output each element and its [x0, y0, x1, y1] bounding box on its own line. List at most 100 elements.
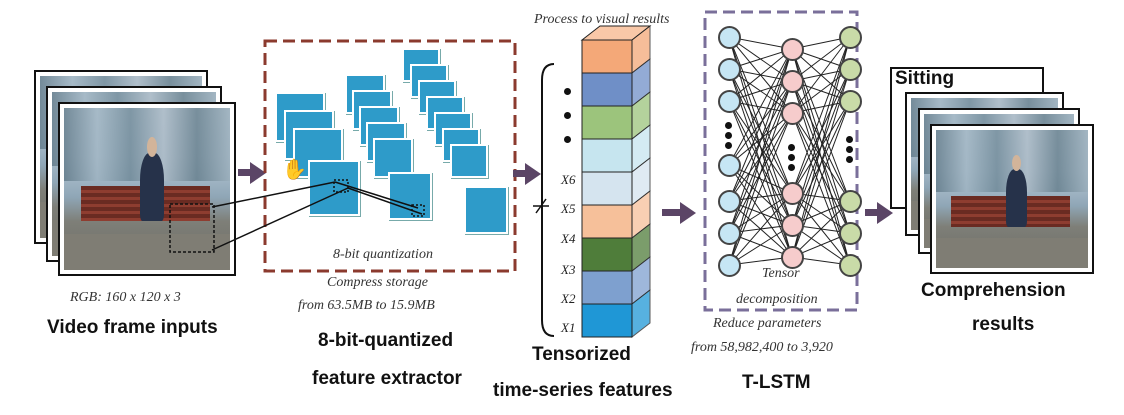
lstm-connection — [728, 192, 793, 234]
cursor-hand-icon: ✋ — [282, 159, 307, 181]
params-note-line2: from 58,982,400 to 3,920 — [691, 340, 833, 355]
lstm-connection — [791, 112, 851, 234]
feature-map — [464, 186, 508, 234]
tensor-title-line2: time-series features — [493, 380, 673, 401]
lstm-connection — [728, 48, 793, 202]
lstm-title: T-LSTM — [742, 372, 811, 393]
lstm-node — [781, 182, 804, 205]
lstm-connection — [791, 112, 851, 202]
flow-arrow-3 — [680, 202, 696, 224]
lstm-connection — [728, 192, 793, 266]
lstm-node — [839, 58, 862, 81]
flow-arrow-shaft-4 — [865, 209, 879, 216]
flow-arrow-4 — [877, 202, 893, 224]
tensor-block — [580, 24, 652, 339]
tensor-label: X2 — [561, 291, 576, 306]
lstm-connection — [791, 36, 851, 114]
flow-arrow-1 — [250, 162, 266, 184]
lstm-connection — [728, 48, 793, 166]
result-frame-front — [930, 124, 1094, 274]
feature-map — [388, 172, 432, 220]
tensor-label: X6 — [561, 172, 576, 187]
sequence-marker — [533, 198, 549, 214]
lstm-connection — [728, 80, 793, 166]
lstm-node — [781, 246, 804, 269]
extractor-title-line1: 8-bit-quantized — [318, 330, 454, 351]
lstm-ellipsis-dot — [788, 164, 795, 171]
lstm-node — [781, 102, 804, 125]
process-note: Process to visual results — [534, 12, 670, 27]
receptive-field-lines — [169, 179, 425, 253]
lstm-dashed-box — [703, 10, 859, 312]
result-label: Sitting — [895, 68, 955, 89]
storage-note-line1: Compress storage — [327, 275, 428, 290]
lstm-note-line2: decomposition — [736, 292, 818, 307]
input-title: Video frame inputs — [47, 317, 218, 338]
tensor-slice — [581, 303, 633, 338]
tensor-slice — [581, 105, 633, 140]
flow-arrow-shaft-3 — [662, 209, 682, 216]
flow-arrow-shaft-2 — [513, 170, 527, 177]
input-dims-note: RGB: 160 x 120 x 3 — [70, 290, 181, 305]
lstm-connection — [728, 112, 793, 166]
feature-map — [373, 138, 413, 178]
lstm-node — [839, 26, 862, 49]
lstm-node — [781, 38, 804, 61]
lstm-node — [718, 222, 741, 245]
tensor-slice — [581, 237, 633, 272]
lstm-node — [718, 154, 741, 177]
lstm-node — [839, 90, 862, 113]
lstm-ellipsis-dot — [846, 136, 853, 143]
lstm-node — [781, 214, 804, 237]
result-title-line2: results — [972, 314, 1035, 335]
lstm-ellipsis-dot — [788, 144, 795, 151]
tensor-label: X3 — [561, 262, 576, 277]
lstm-ellipsis-dot — [846, 156, 853, 163]
result-photo — [936, 130, 1088, 268]
tensor-title-line1: Tensorized — [532, 344, 631, 365]
tensor-slice-side — [631, 288, 651, 339]
sequence-bracket — [541, 63, 555, 337]
input-frame-front — [58, 102, 236, 276]
lstm-connections — [728, 36, 851, 266]
lstm-ellipsis-dot — [725, 132, 732, 139]
lstm-node — [718, 254, 741, 277]
lstm-ellipsis-dot — [788, 154, 795, 161]
lstm-connection — [791, 200, 851, 258]
flow-arrow-2 — [525, 163, 541, 185]
lstm-node — [718, 190, 741, 213]
params-note-line1: Reduce parameters — [713, 316, 822, 331]
quantization-note: 8-bit quantization — [333, 247, 433, 262]
lstm-connection — [728, 224, 793, 266]
extractor-title-line2: feature extractor — [312, 368, 462, 389]
ellipsis-dot — [564, 136, 571, 143]
lstm-node — [718, 58, 741, 81]
lstm-connection — [728, 112, 793, 266]
lstm-node — [718, 26, 741, 49]
lstm-node — [781, 70, 804, 93]
lstm-node — [718, 90, 741, 113]
lstm-node — [839, 222, 862, 245]
tensor-label: X4 — [561, 231, 576, 246]
lstm-ellipsis-dot — [725, 142, 732, 149]
lstm-connection — [728, 48, 793, 102]
extractor-dashed-box — [263, 39, 517, 273]
lstm-connection — [728, 100, 793, 194]
lstm-node — [839, 254, 862, 277]
lstm-connection — [728, 68, 793, 194]
input-photo — [64, 108, 230, 270]
tensor-label: X1 — [561, 320, 576, 335]
tensor-label: X5 — [561, 201, 576, 216]
feature-map — [450, 144, 488, 178]
ellipsis-dot — [564, 112, 571, 119]
storage-note-line2: from 63.5MB to 15.9MB — [298, 298, 435, 313]
lstm-note-line1: Tensor — [762, 266, 800, 281]
tensor-slice — [581, 204, 633, 239]
lstm-node — [839, 190, 862, 213]
flow-arrow-shaft-1 — [238, 169, 252, 176]
lstm-ellipsis-dot — [846, 146, 853, 153]
lstm-ellipsis-dot — [725, 122, 732, 129]
tensor-slice — [581, 138, 633, 173]
ellipsis-dot — [564, 88, 571, 95]
result-title-line1: Comprehension — [921, 280, 1066, 301]
